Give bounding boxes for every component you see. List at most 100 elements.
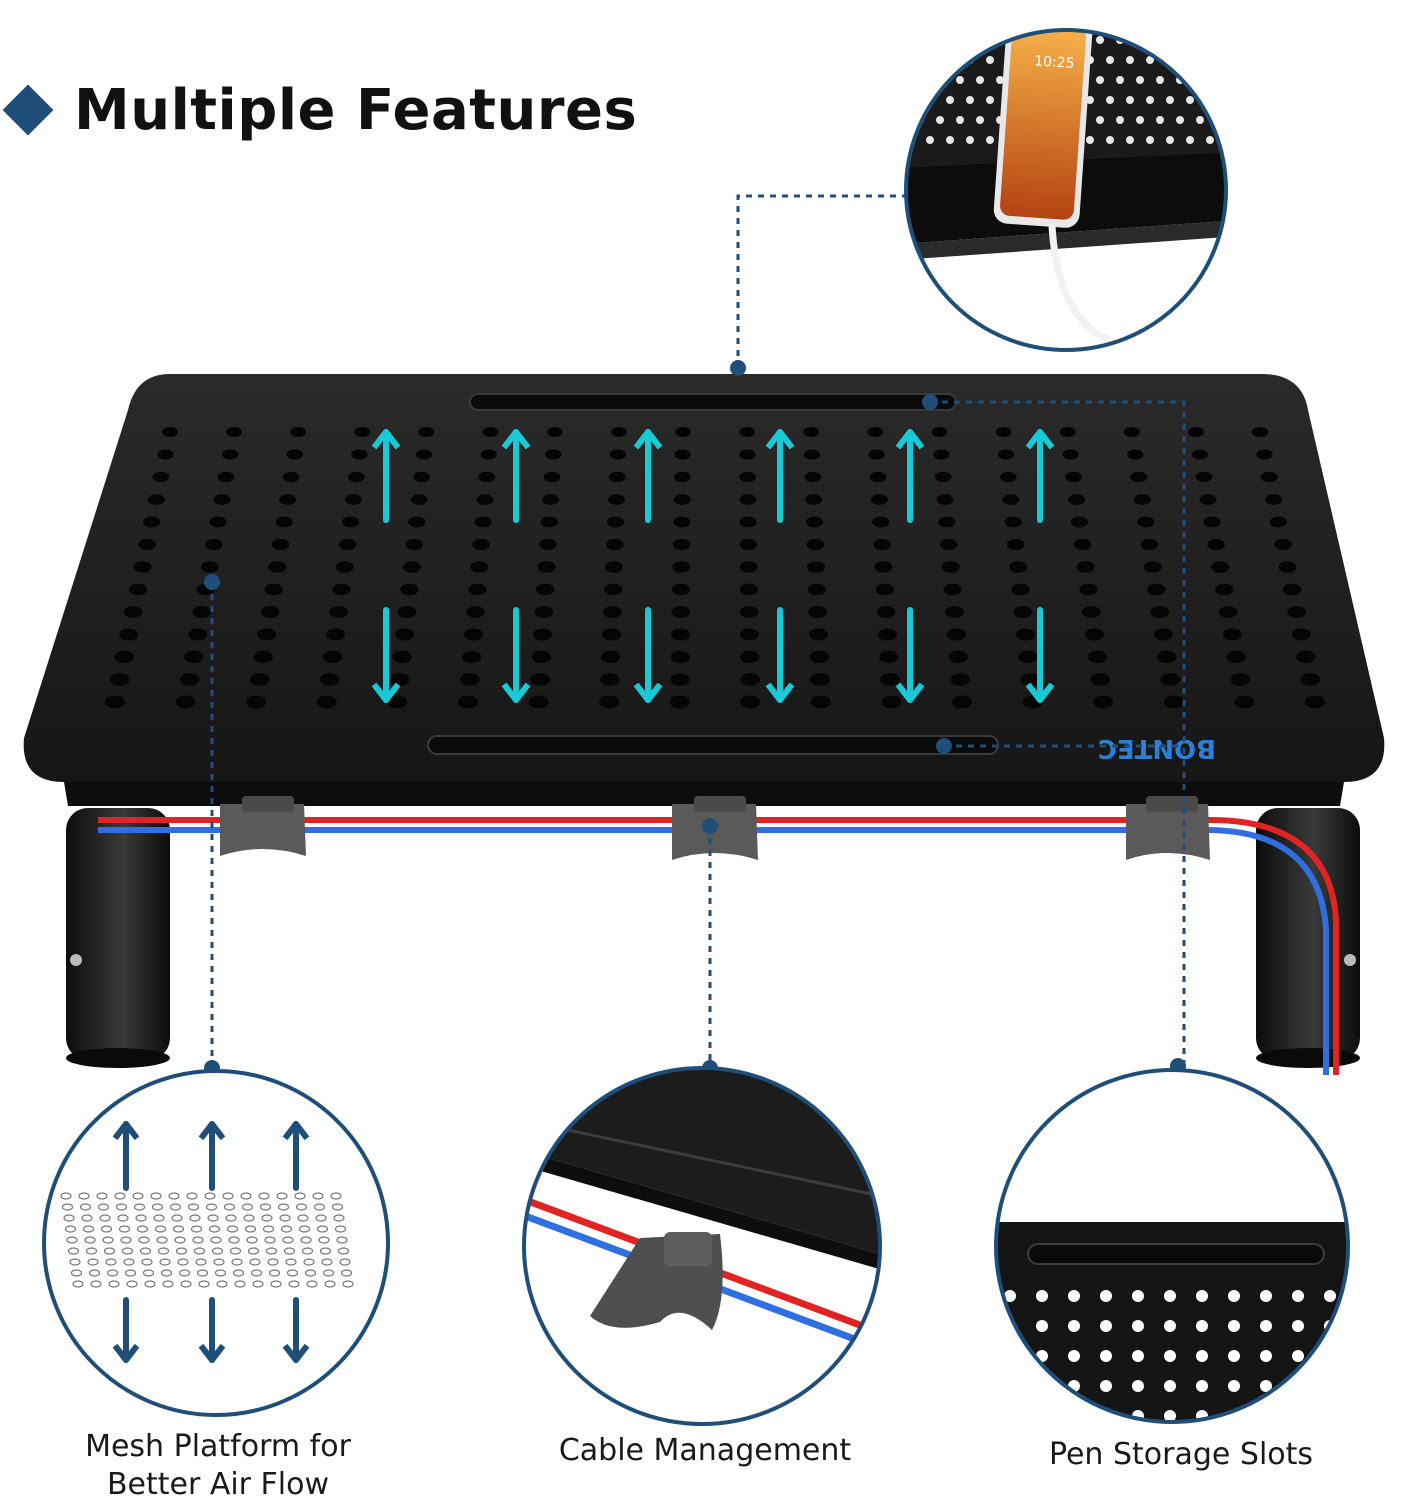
vent-hole <box>480 449 497 460</box>
vent-hole <box>341 516 360 528</box>
vent-hole <box>1292 1350 1304 1362</box>
vent-hole <box>1292 1380 1304 1392</box>
vent-hole <box>873 538 891 551</box>
vent-hole <box>1068 1410 1080 1422</box>
airflow-arrow-icon <box>501 429 531 450</box>
vent-hole <box>1206 96 1214 104</box>
mesh-hole <box>330 1192 342 1200</box>
mesh-hole <box>144 1280 156 1288</box>
vent-hole <box>874 561 893 573</box>
vent-hole <box>1292 1410 1304 1422</box>
vent-hole <box>672 538 691 551</box>
mesh-hole <box>297 1214 309 1222</box>
vent-hole <box>966 136 974 144</box>
vent-hole <box>1136 116 1144 124</box>
vent-hole <box>805 516 824 528</box>
mesh-hole <box>102 1236 114 1244</box>
vent-hole <box>1068 1350 1080 1362</box>
vent-hole <box>1100 1290 1112 1302</box>
mesh-hole <box>193 1247 206 1255</box>
mesh-hole <box>124 1269 137 1277</box>
airflow-arrows <box>371 429 1055 703</box>
vent-hole <box>1096 36 1104 44</box>
vent-hole <box>1068 494 1086 505</box>
vent-hole <box>943 583 962 596</box>
vent-hole <box>1164 1380 1176 1392</box>
mesh-hole <box>192 1236 204 1244</box>
mesh-hole <box>142 1269 155 1277</box>
vent-hole <box>1324 1290 1336 1302</box>
vent-hole <box>282 471 300 483</box>
mesh-hole <box>316 1225 329 1233</box>
vent-hole <box>1084 628 1104 641</box>
airflow-arrow-icon <box>765 682 795 703</box>
mesh-hole <box>315 1214 327 1222</box>
vent-hole <box>946 56 954 64</box>
vent-hole <box>1136 76 1144 84</box>
vent-hole <box>1191 449 1209 460</box>
mesh-hole <box>283 1247 296 1255</box>
feature-caption-cable: Cable Management <box>558 1433 852 1468</box>
vent-hole <box>415 449 433 460</box>
vent-hole <box>950 673 971 686</box>
vent-hole <box>1126 96 1134 104</box>
mesh-hole <box>186 1192 198 1200</box>
vent-hole <box>881 695 902 709</box>
vent-hole <box>138 538 156 551</box>
mesh-hole <box>214 1269 227 1277</box>
mesh-hole <box>117 1214 129 1222</box>
mesh-hole <box>333 1214 345 1222</box>
vent-hole <box>1324 1350 1336 1362</box>
mesh-hole <box>336 1236 348 1244</box>
feature-caption-mesh: Mesh Platform for Better Air Flow <box>85 1429 351 1502</box>
vent-hole <box>1070 516 1089 528</box>
vent-hole <box>1087 650 1107 664</box>
vent-hole <box>192 606 212 618</box>
mesh-hole <box>136 1225 149 1233</box>
vent-hole <box>123 606 143 618</box>
vent-hole <box>870 494 888 505</box>
vent-hole <box>1013 606 1033 618</box>
mesh-hole <box>180 1280 192 1288</box>
vent-hole <box>1305 695 1325 709</box>
mesh-hole <box>70 1269 83 1277</box>
mesh-hole <box>286 1269 299 1277</box>
vent-hole <box>468 583 487 596</box>
mesh-hole <box>229 1247 242 1255</box>
mesh-hole <box>228 1236 240 1244</box>
mesh-hole <box>196 1269 209 1277</box>
airflow-arrow-icon <box>198 1343 226 1363</box>
vent-hole <box>1018 650 1038 664</box>
mesh-hole <box>153 1214 165 1222</box>
vent-hole <box>157 449 174 460</box>
vent-hole <box>926 136 934 144</box>
vent-hole <box>1116 116 1124 124</box>
mesh-hole <box>99 1214 111 1222</box>
vent-hole <box>1096 76 1104 84</box>
brand-logo: BONTEC <box>1098 733 1216 763</box>
vent-hole <box>1079 583 1098 596</box>
vent-hole <box>105 695 125 709</box>
vent-hole <box>482 427 499 437</box>
mesh-hole <box>252 1280 264 1288</box>
vent-hole <box>162 427 178 437</box>
vent-hole <box>938 516 956 528</box>
airflow-arrow-icon <box>112 1343 140 1363</box>
vent-hole <box>996 76 1004 84</box>
vent-hole <box>1004 516 1022 528</box>
vent-hole <box>459 673 480 686</box>
vent-hole <box>1153 628 1173 641</box>
vent-hole <box>1260 1410 1272 1422</box>
vent-hole <box>537 561 556 573</box>
vent-hole <box>323 650 343 664</box>
mesh-hole <box>87 1258 99 1266</box>
vent-hole <box>739 583 759 596</box>
vent-hole <box>1196 1290 1208 1302</box>
vent-hole <box>936 494 954 505</box>
mesh-hole <box>126 1280 138 1288</box>
mesh-hole <box>295 1203 308 1211</box>
mesh-hole <box>198 1280 210 1288</box>
vent-hole <box>1015 628 1035 641</box>
vent-hole <box>392 650 412 664</box>
mesh-hole <box>216 1280 228 1288</box>
